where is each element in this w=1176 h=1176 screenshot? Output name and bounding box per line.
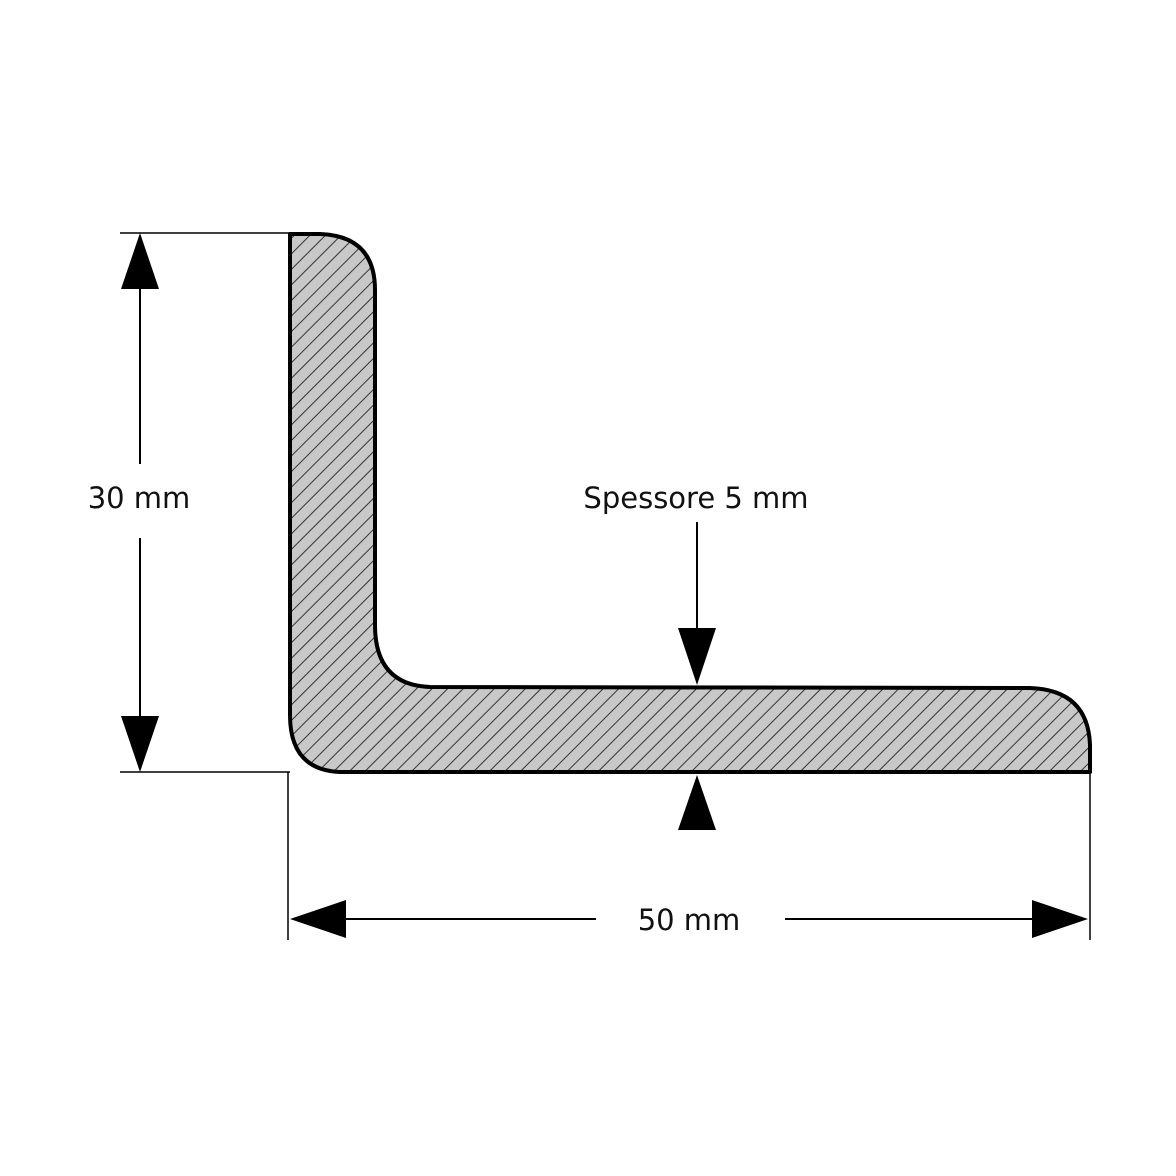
height-arrow-up-icon — [121, 233, 159, 289]
thickness-arrow-down-icon — [678, 628, 716, 685]
height-label: 30 mm — [88, 481, 191, 515]
width-label: 50 mm — [638, 903, 741, 937]
angle-profile-section — [288, 232, 1092, 774]
width-dimension: 50 mm — [287, 772, 1091, 940]
thickness-label: Spessore 5 mm — [583, 481, 808, 515]
thickness-arrow-up-icon — [678, 775, 716, 830]
thickness-dimension: Spessore 5 mm — [583, 481, 809, 830]
height-dimension: 30 mm — [88, 232, 290, 773]
width-arrow-right-icon — [1032, 900, 1088, 938]
width-arrow-left-icon — [290, 900, 346, 938]
height-arrow-down-icon — [121, 716, 159, 772]
